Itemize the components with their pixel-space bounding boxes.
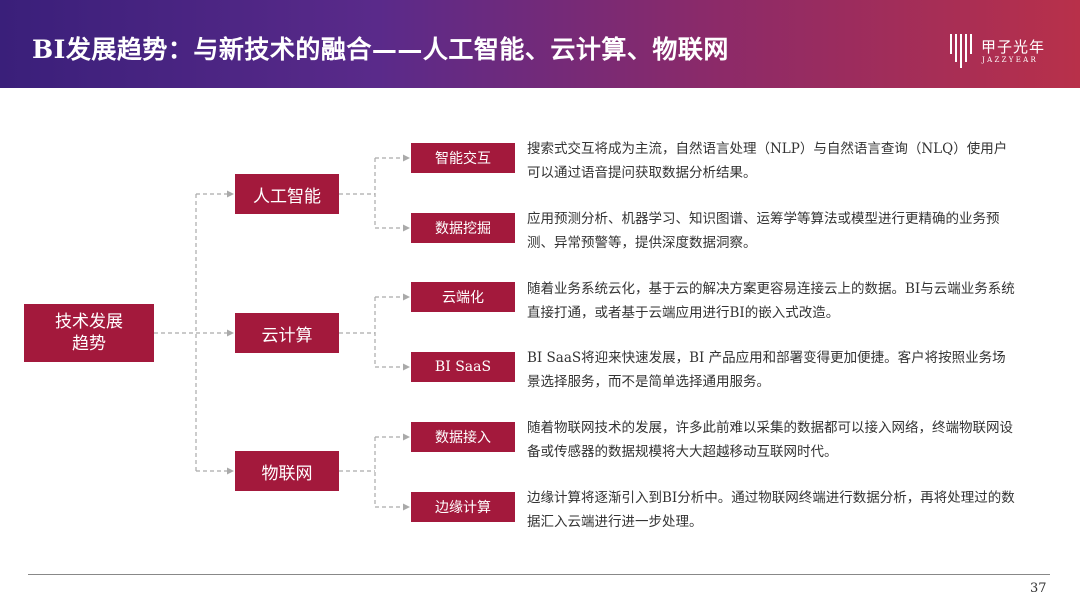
logo-name: 甲子光年	[981, 38, 1046, 56]
arrow-head	[403, 433, 410, 441]
item-desc-smart-interaction: 搜索式交互将成为主流，自然语言处理（NLP）与自然语言查询（NLQ）使用户可以通…	[527, 141, 1008, 181]
arrow-head	[227, 190, 234, 198]
item-node-smart-interaction: 智能交互	[411, 143, 515, 173]
page-title: BI发展趋势：与新技术的融合——人工智能、云计算、物联网	[32, 35, 729, 64]
item-desc-data-access: 随着物联网技术的发展，许多此前难以采集的数据都可以接入网络，终端物联网设备或传感…	[527, 420, 1013, 460]
arrow-head	[403, 154, 410, 162]
jazzyear-logo: 甲子光年 JAZZYEAR	[948, 32, 1058, 68]
item-node-data-mining: 数据挖掘	[411, 213, 515, 243]
item-node-cloudification: 云端化	[411, 282, 515, 312]
footer-divider	[28, 574, 1050, 575]
page-number: 37	[1030, 581, 1047, 596]
arrow-head	[227, 467, 234, 475]
branch-node-ai: 人工智能	[235, 174, 339, 214]
logo-english: JAZZYEAR	[982, 56, 1039, 64]
item-desc-data-mining: 应用预测分析、机器学习、知识图谱、运筹学等算法或模型进行更精确的业务预测、异常预…	[527, 211, 1000, 251]
root-node: 技术发展 趋势	[24, 304, 154, 362]
header-banner: BI发展趋势：与新技术的融合——人工智能、云计算、物联网 甲子光年 JAZZYE…	[0, 0, 1080, 88]
item-node-edge-computing: 边缘计算	[411, 492, 515, 522]
arrow-head	[403, 224, 410, 232]
logo-mark-icon	[950, 34, 972, 68]
item-node-bi-saas: BI SaaS	[411, 352, 515, 382]
root-label-line1: 技术发展	[55, 312, 123, 332]
item-node-data-access: 数据接入	[411, 422, 515, 452]
root-label-line2: 趋势	[72, 334, 106, 354]
arrow-head	[403, 363, 410, 371]
arrow-head	[403, 293, 410, 301]
item-desc-bi-saas: BI SaaS将迎来快速发展，BI 产品应用和部署变得更加便捷。客户将按照业务场…	[527, 350, 1006, 390]
arrow-head	[403, 503, 410, 511]
item-desc-cloudification: 随着业务系统云化，基于云的解决方案更容易连接云上的数据。BI与云端业务系统直接打…	[527, 281, 1015, 321]
branch-node-cloud: 云计算	[235, 313, 339, 353]
arrow-head	[227, 329, 234, 337]
item-desc-edge-computing: 边缘计算将逐渐引入到BI分析中。通过物联网终端进行数据分析，再将处理过的数据汇入…	[527, 490, 1015, 530]
branch-node-iot: 物联网	[235, 451, 339, 491]
